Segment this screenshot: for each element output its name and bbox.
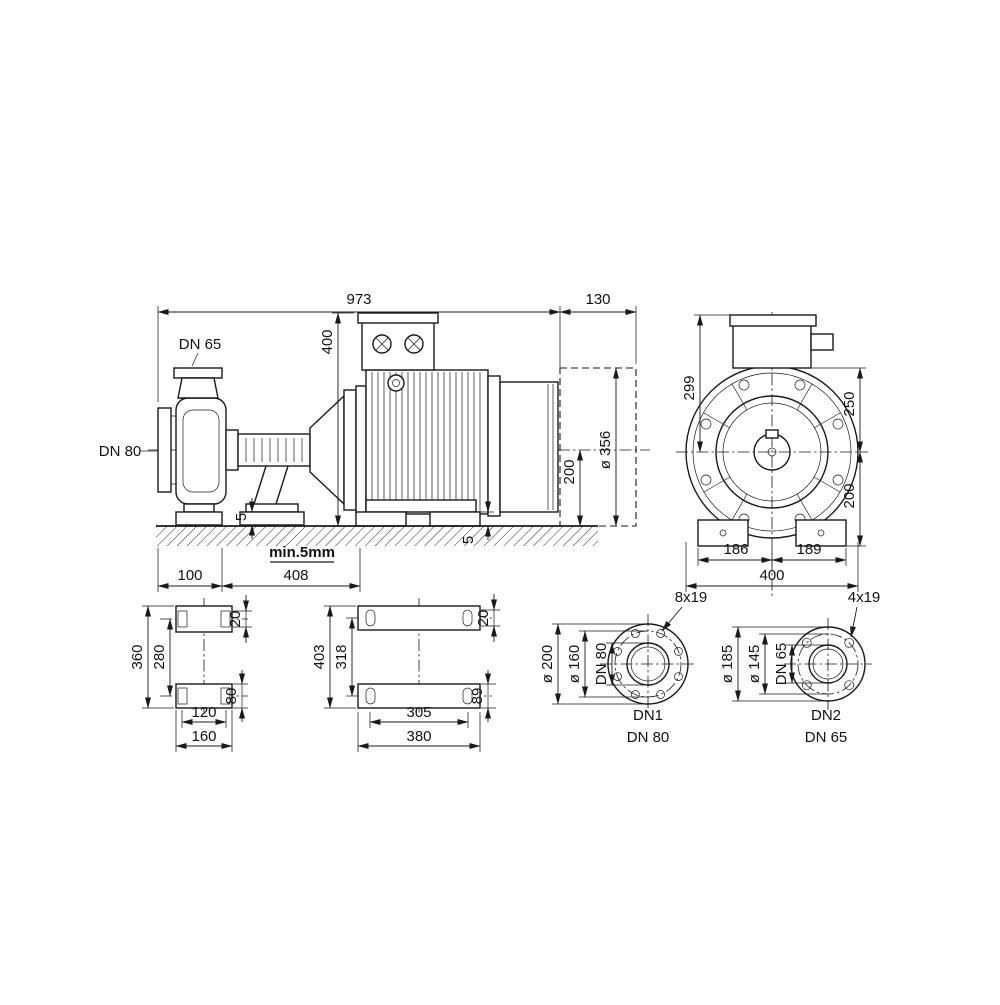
label-dn1: DN1 — [633, 707, 663, 724]
side-view-dimensions: 973 130 400 DN 65 DN 80 ø 356 200 5 min.… — [99, 291, 637, 592]
dim-height-400: 400 — [319, 329, 336, 354]
dim-403: 403 — [311, 644, 328, 669]
pump-foot-detail: 360 280 20 80 120 160 — [129, 595, 252, 752]
dim-slot-20: 20 — [227, 611, 244, 628]
dim-shim-right: 5 — [460, 536, 477, 544]
side-view: 973 130 400 DN 65 DN 80 ø 356 200 5 min.… — [99, 291, 650, 592]
label-dn1-size: DN 80 — [627, 729, 670, 746]
terminal-box-front — [729, 314, 834, 369]
dim-200-front: 200 — [841, 483, 858, 508]
dim-160: 160 — [191, 728, 216, 745]
pump-foot-dimensions: 360 280 20 80 120 160 — [129, 595, 252, 752]
dim-axis-height: 200 — [561, 459, 578, 484]
dim-400-front: 400 — [759, 567, 784, 584]
motor-feet-front — [697, 519, 847, 547]
motor-cooling-fins — [371, 372, 481, 512]
dim-shim-left: 5 — [233, 513, 250, 521]
dim-186: 186 — [723, 541, 748, 558]
dim-dia-185: ø 185 — [719, 645, 736, 683]
label-dn2: DN2 — [811, 707, 841, 724]
bearing-bracket — [225, 389, 357, 526]
dim-dia-160: ø 160 — [566, 645, 583, 683]
dim-pad-89: 89 — [469, 688, 486, 705]
terminal-box — [357, 312, 439, 371]
dim-motor-diameter: ø 356 — [597, 431, 614, 469]
label-dn2-size: DN 65 — [805, 729, 848, 746]
flange-ribs — [703, 383, 841, 521]
dim-slot-20-motor: 20 — [475, 610, 492, 627]
dim-280: 280 — [151, 644, 168, 669]
motor-foot-detail: 403 318 20 89 305 380 — [311, 594, 500, 752]
dim-total-length: 973 — [346, 291, 371, 308]
dim-holes-4x19: 4x19 — [848, 589, 881, 606]
dim-100: 100 — [177, 567, 202, 584]
dim-dn-80: DN 80 — [593, 643, 610, 686]
dim-motor-extension: 130 — [585, 291, 610, 308]
motor-feet — [355, 499, 481, 527]
dim-299: 299 — [681, 375, 698, 400]
dim-pad-80: 80 — [223, 688, 240, 705]
dim-305: 305 — [406, 704, 431, 721]
dim-dia-200: ø 200 — [539, 645, 556, 683]
foundation-ground — [156, 525, 598, 546]
flange-detail-dn2: 4x19 ø 185 ø 145 DN 65 DN2 DN 65 — [719, 589, 880, 746]
label-grout-min: min.5mm — [269, 544, 335, 561]
lifting-eyebolt — [387, 374, 405, 392]
dim-408: 408 — [283, 567, 308, 584]
flange-detail-dn1: 8x19 ø 200 ø 160 DN 80 DN1 DN 80 — [539, 589, 707, 746]
dn2-dimensions: ø 185 ø 145 DN 65 — [719, 626, 828, 702]
dim-360: 360 — [129, 644, 146, 669]
dim-250: 250 — [841, 391, 858, 416]
dim-189: 189 — [796, 541, 821, 558]
dim-dia-145: ø 145 — [746, 645, 763, 683]
dim-318: 318 — [333, 644, 350, 669]
dim-dn-65: DN 65 — [773, 643, 790, 686]
front-view: 299 250 200 186 189 400 — [676, 312, 868, 596]
motor-foot-dimensions: 403 318 20 89 305 380 — [311, 594, 500, 752]
front-view-dimensions: 299 250 200 186 189 400 — [681, 314, 866, 592]
label-discharge-port: DN 65 — [179, 336, 222, 353]
dim-120: 120 — [191, 704, 216, 721]
label-suction-port: DN 80 — [99, 443, 142, 460]
dn1-dimensions: ø 200 ø 160 DN 80 — [539, 623, 648, 705]
dn2-bolt-holes — [801, 637, 855, 691]
motor — [355, 312, 637, 527]
dim-holes-8x19: 8x19 — [675, 589, 708, 606]
shaft-end — [753, 429, 791, 471]
pump-volute — [157, 367, 227, 526]
dim-380: 380 — [406, 728, 431, 745]
extended-motor-outline — [559, 367, 637, 527]
